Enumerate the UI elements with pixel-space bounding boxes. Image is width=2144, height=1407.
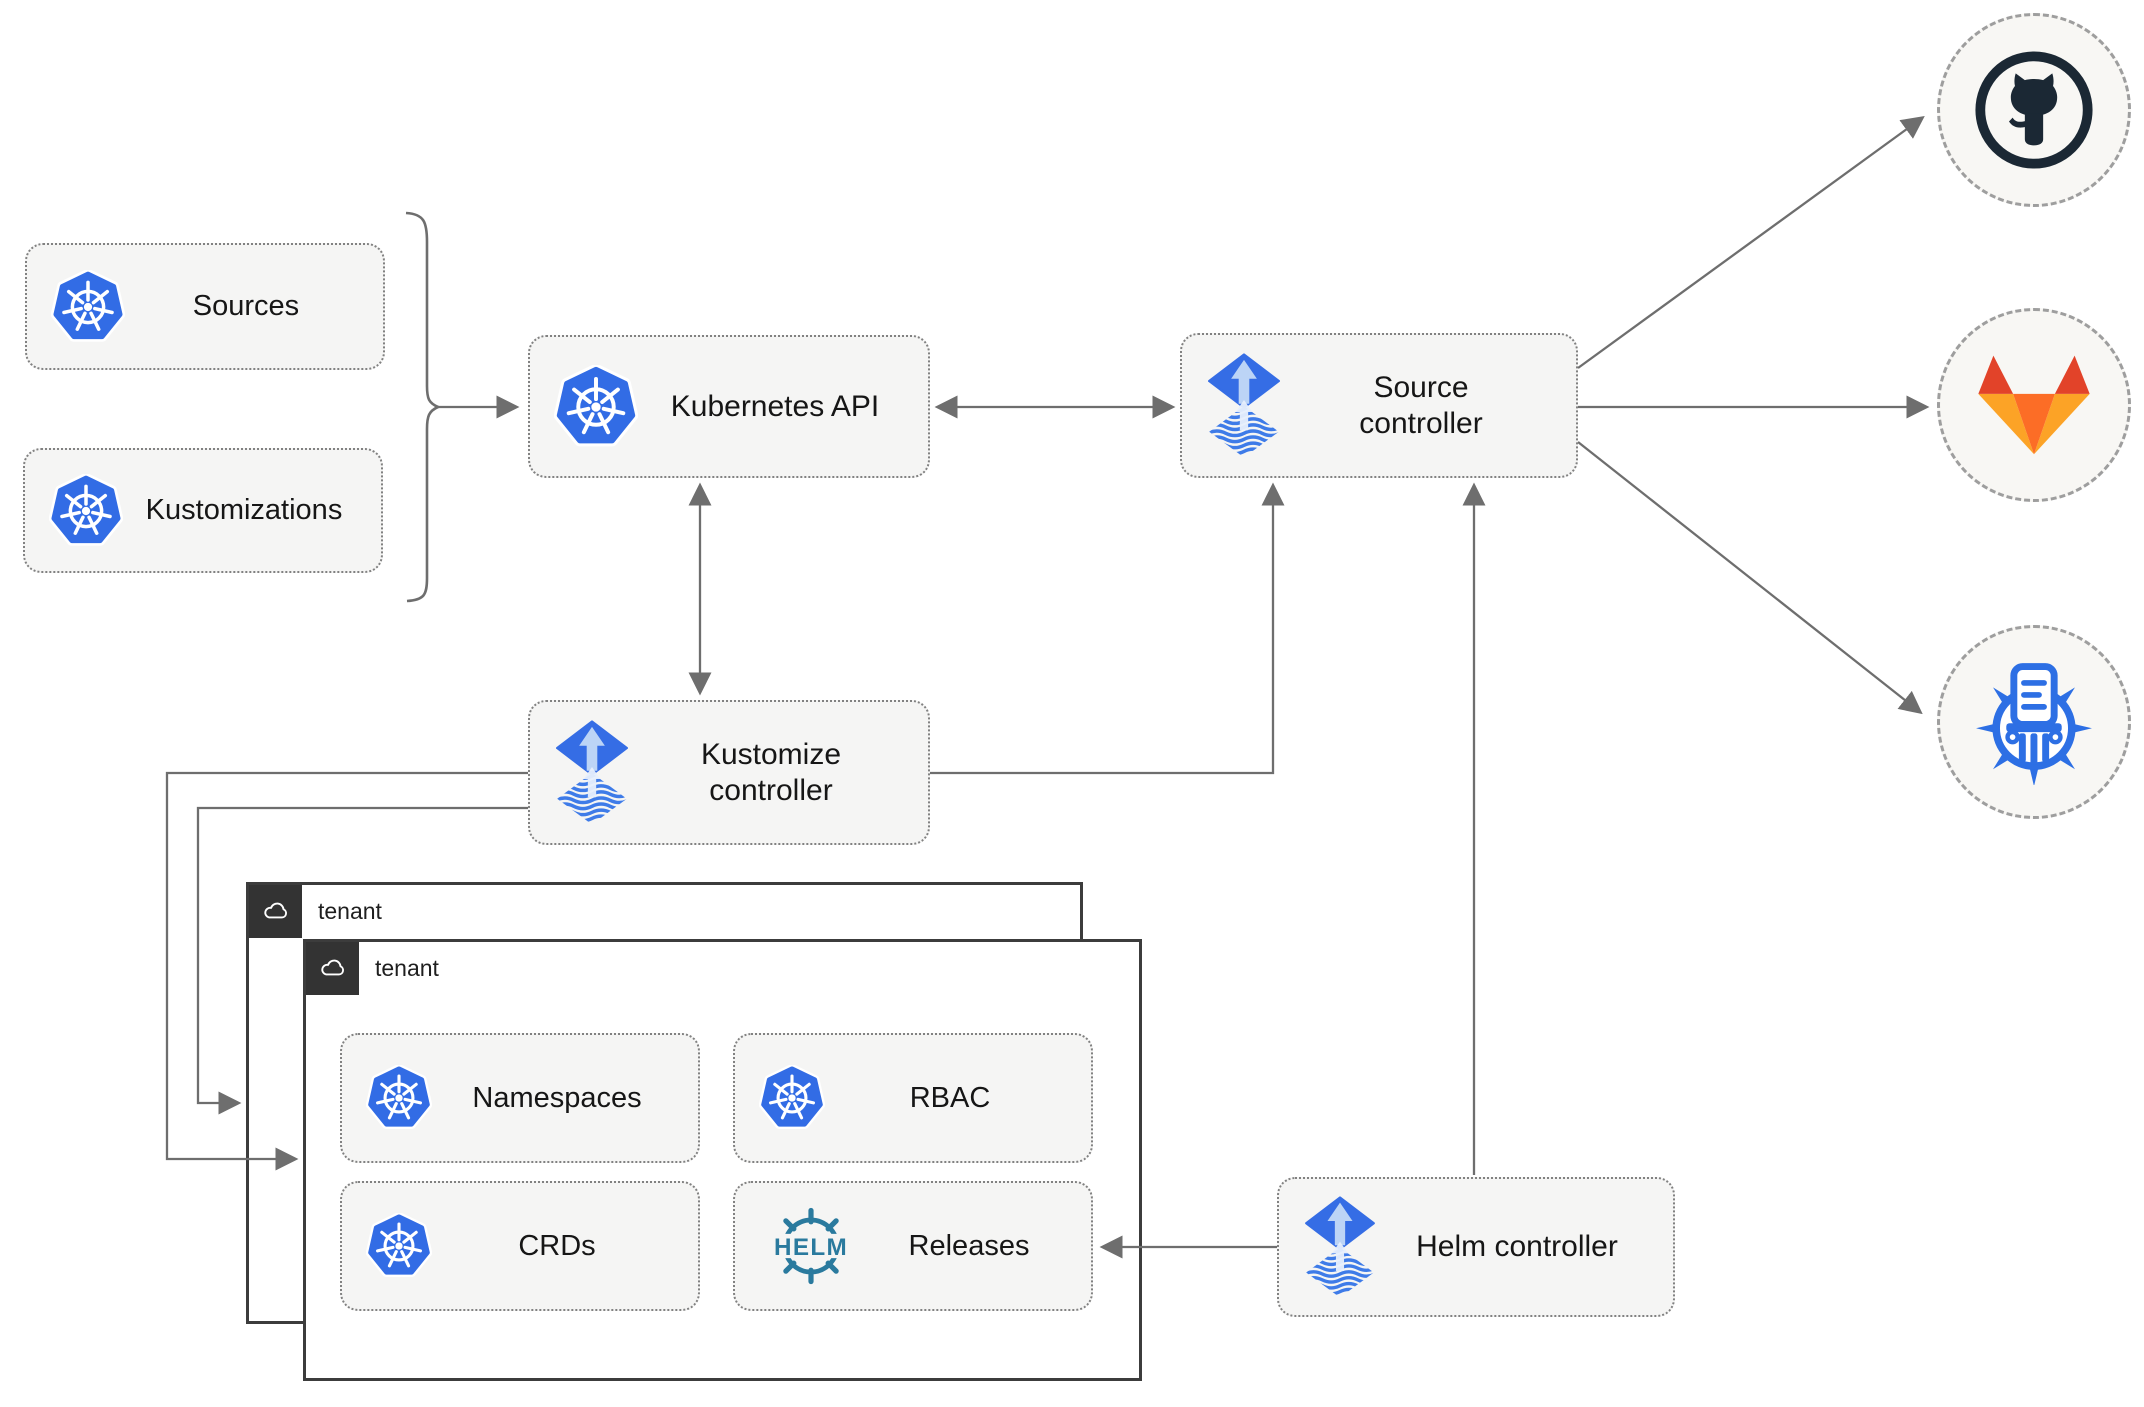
flux-icon <box>1303 1196 1377 1299</box>
node-source-controller-label: Source controller <box>1359 370 1483 440</box>
node-kustomizations-label: Kustomizations <box>145 494 343 527</box>
node-source-controller: Source controller <box>1180 333 1578 478</box>
node-crds: CRDs <box>340 1181 700 1311</box>
node-kubernetes-api: Kubernetes API <box>528 335 930 478</box>
helm-icon <box>759 1207 863 1285</box>
node-helm-controller: Helm controller <box>1277 1177 1675 1317</box>
node-github <box>1937 13 2131 207</box>
node-rbac-label: RBAC <box>909 1081 991 1114</box>
cloud-icon <box>249 885 302 938</box>
node-sources: Sources <box>25 243 385 370</box>
kubernetes-icon <box>366 1213 432 1279</box>
tenant-front-label: tenant <box>375 955 439 981</box>
kubernetes-icon <box>49 474 123 548</box>
flux-icon <box>554 720 630 826</box>
kubernetes-icon <box>366 1065 432 1131</box>
node-helm-controller-label: Helm controller <box>1416 1230 1618 1263</box>
flux-icon <box>1206 353 1282 459</box>
kubernetes-icon <box>759 1065 825 1131</box>
node-namespaces-label: Namespaces <box>472 1081 642 1114</box>
node-kustomize-controller: Kustomize controller <box>528 700 930 845</box>
node-releases: Releases <box>733 1181 1093 1311</box>
kubernetes-icon <box>554 365 638 449</box>
node-kubernetes-api-label: Kubernetes API <box>670 389 880 423</box>
github-icon <box>1973 49 2095 171</box>
chart-repository-icon <box>1971 659 2097 785</box>
node-crds-label: CRDs <box>518 1229 596 1262</box>
node-releases-label: Releases <box>908 1229 1030 1262</box>
node-kustomize-controller-label: Kustomize controller <box>700 737 842 807</box>
cloud-icon <box>306 942 359 995</box>
node-rbac: RBAC <box>733 1033 1093 1163</box>
kubernetes-icon <box>51 270 125 344</box>
gitlab-icon <box>1976 352 2092 459</box>
node-sources-label: Sources <box>192 290 300 323</box>
tenant-back-label: tenant <box>318 898 382 924</box>
node-helm-repository <box>1937 625 2131 819</box>
node-namespaces: Namespaces <box>340 1033 700 1163</box>
node-gitlab <box>1937 308 2131 502</box>
node-kustomizations: Kustomizations <box>23 448 383 573</box>
